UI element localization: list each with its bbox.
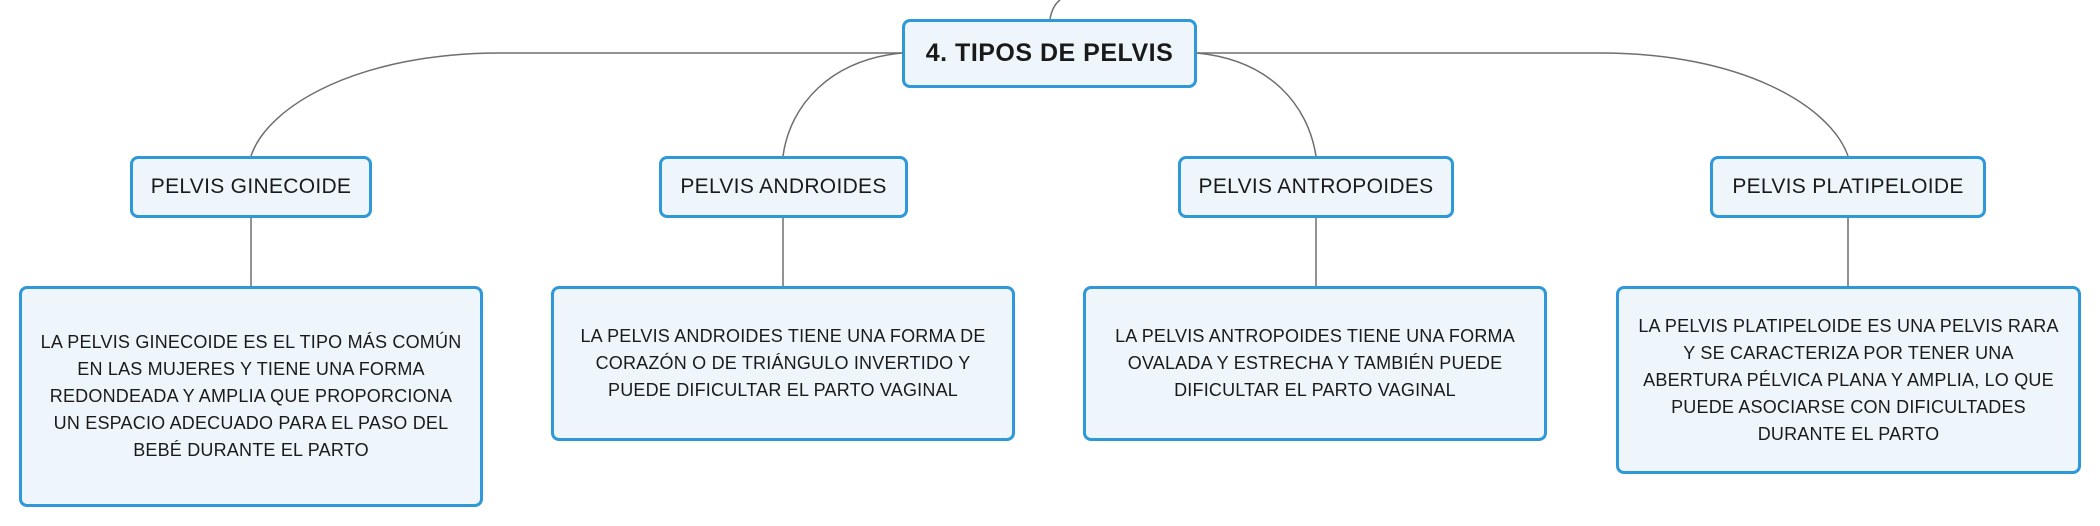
detail-topic-antropoides[interactable]: LA PELVIS ANTROPOIDES TIENE UNA FORMA OV… [1083,286,1547,441]
root-topic[interactable]: 4. TIPOS DE PELVIS [902,19,1197,88]
detail-topic-ginecoide[interactable]: LA PELVIS GINECOIDE ES EL TIPO MÁS COMÚN… [19,286,483,507]
detail-topic-platipeloide[interactable]: LA PELVIS PLATIPELOIDE ES UNA PELVIS RAR… [1616,286,2081,474]
root-topic-label: 4. TIPOS DE PELVIS [925,39,1174,67]
connector-root-to-ginecoide [250,52,902,157]
detail-topic-text: LA PELVIS PLATIPELOIDE ES UNA PELVIS RAR… [1638,315,2059,444]
connector-root-to-antropoides [1196,52,1317,157]
branch-topic-label: PELVIS PLATIPELOIDE [1732,175,1964,198]
connector-root-to-androides [782,52,903,157]
detail-topic-text: LA PELVIS ANDROIDES TIENE UNA FORMA DE C… [580,326,986,400]
branch-topic-antropoides[interactable]: PELVIS ANTROPOIDES [1178,156,1454,218]
detail-topic-androides[interactable]: LA PELVIS ANDROIDES TIENE UNA FORMA DE C… [551,286,1015,441]
connector-root-to-parent [1049,0,1061,20]
branch-topic-label: PELVIS ANDROIDES [680,175,887,198]
branch-topic-label: PELVIS ANTROPOIDES [1198,175,1434,198]
detail-topic-text: LA PELVIS GINECOIDE ES EL TIPO MÁS COMÚN… [40,332,462,460]
branch-topic-label: PELVIS GINECOIDE [150,175,352,198]
branch-topic-platipeloide[interactable]: PELVIS PLATIPELOIDE [1710,156,1986,218]
branch-topic-ginecoide[interactable]: PELVIS GINECOIDE [130,156,372,218]
branch-topic-androides[interactable]: PELVIS ANDROIDES [659,156,908,218]
connector-root-to-platipeloide [1197,52,1849,157]
detail-topic-text: LA PELVIS ANTROPOIDES TIENE UNA FORMA OV… [1115,326,1515,400]
